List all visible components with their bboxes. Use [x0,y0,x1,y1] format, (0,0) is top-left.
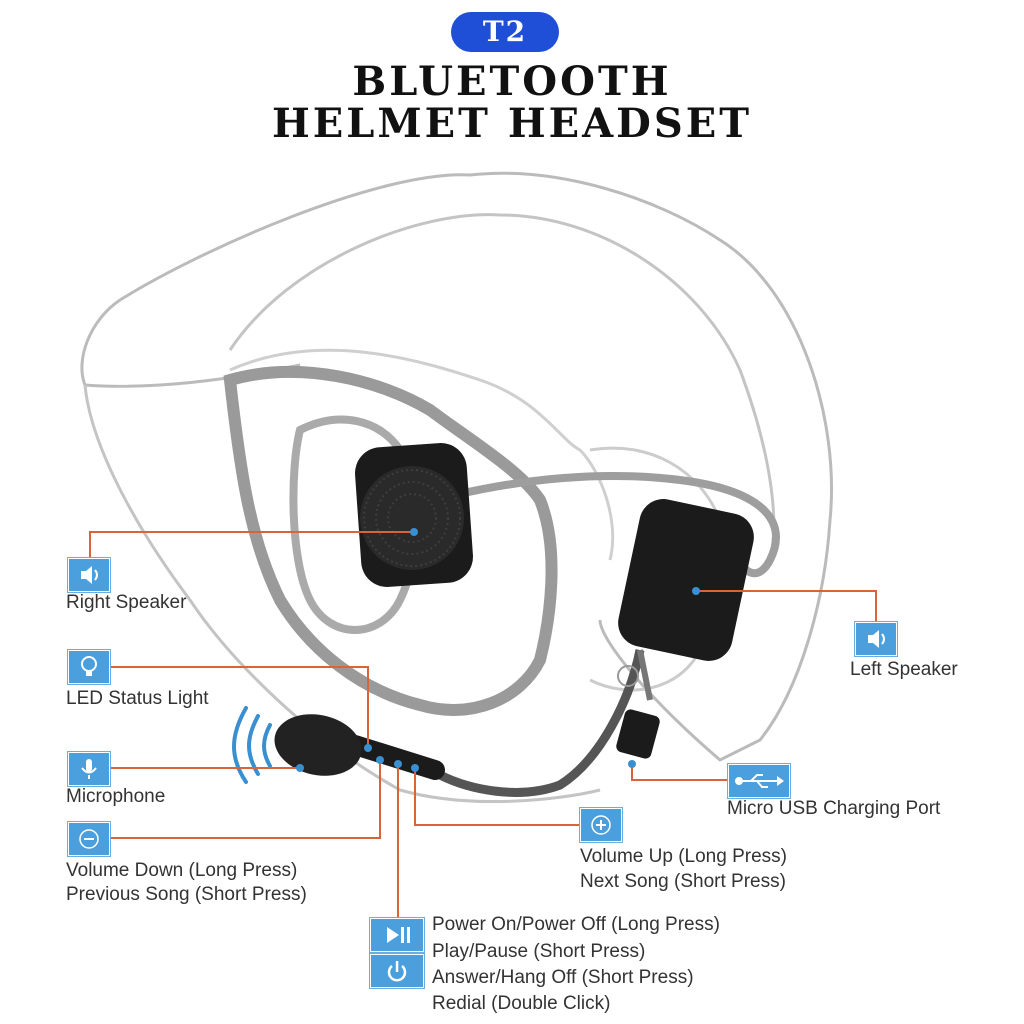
answer-label: Answer/Hang Off (Short Press) [432,967,694,988]
redial-label: Redial (Double Click) [432,993,611,1014]
plus-icon [579,807,623,843]
page-title-line1: BLUETOOTH [352,58,672,105]
usb-port-label: Micro USB Charging Port [727,798,941,819]
play-pause-label: Play/Pause (Short Press) [432,941,646,962]
volume-up-label: Volume Up (Long Press) [580,846,787,867]
volume-down-label: Volume Down (Long Press) [66,860,298,881]
speaker-icon [67,557,111,593]
play-pause-icon [369,917,425,953]
minus-icon [67,821,111,857]
left-speaker-label: Left Speaker [850,659,958,680]
power-icon [369,953,425,989]
next-song-label: Next Song (Short Press) [580,871,786,892]
speaker-icon [854,621,898,657]
page-title-line2: HELMET HEADSET [271,100,752,147]
signal-waves-icon [232,706,272,784]
power-label: Power On/Power Off (Long Press) [432,914,720,935]
usb-icon [727,763,791,799]
model-badge: T2 [451,12,559,52]
bulb-icon [67,649,111,685]
previous-song-label: Previous Song (Short Press) [66,884,307,905]
right-speaker-label: Right Speaker [66,592,187,613]
microphone-label: Microphone [66,786,166,807]
led-status-label: LED Status Light [66,688,209,709]
microphone-icon [67,751,111,787]
